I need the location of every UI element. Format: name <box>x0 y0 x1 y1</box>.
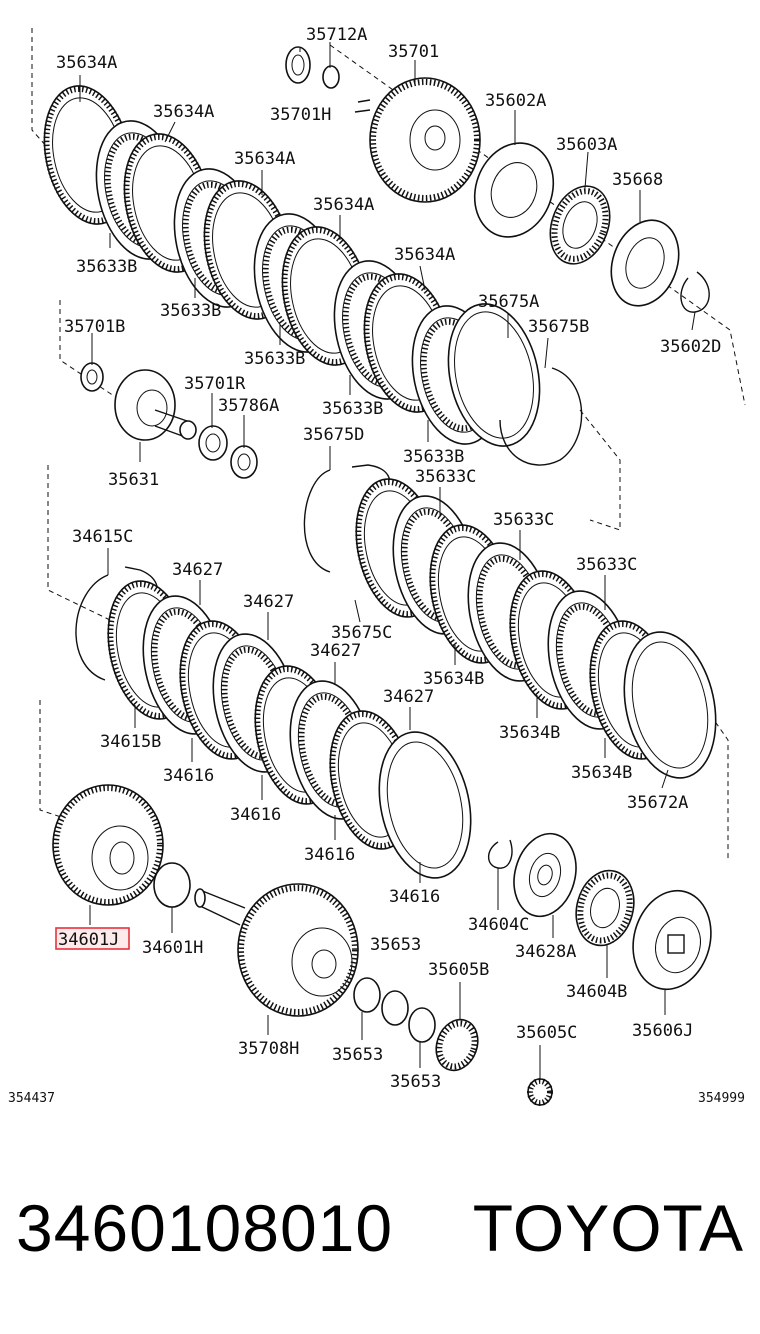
label-35634A: 35634A <box>394 245 455 265</box>
part-35668 <box>610 219 680 307</box>
drum-35708H <box>194 883 359 1017</box>
label-35634A: 35634A <box>56 53 117 73</box>
label-34627: 34627 <box>310 641 361 661</box>
label-35708H: 35708H <box>238 1039 299 1059</box>
label-35602A: 35602A <box>485 91 546 111</box>
drum-34601J <box>52 784 164 906</box>
drum-35701 <box>354 77 481 203</box>
label-35701R: 35701R <box>184 374 246 394</box>
label-35675C: 35675C <box>331 623 392 643</box>
brand-name: TOYOTA <box>472 1191 744 1265</box>
shaft-35631 <box>114 369 197 441</box>
label-35675D: 35675D <box>303 425 364 445</box>
ring-35712A <box>322 65 340 89</box>
part-35606J <box>632 889 712 991</box>
label-35633B: 35633B <box>322 399 383 419</box>
bearing-34604B <box>575 869 635 947</box>
part-number: 3460108010 <box>16 1191 394 1265</box>
footer: 3460108010 TOYOTA <box>0 1190 760 1280</box>
exploded-parts-diagram: 35712A 35701 35634A 35701H 35634A 35602A… <box>8 25 746 1106</box>
bearing-35701R <box>198 425 228 461</box>
label-35675A: 35675A <box>478 292 539 312</box>
leader-lines <box>79 42 696 1080</box>
clutch-pack-middle <box>303 464 717 779</box>
needle-bearing-35605C <box>527 1078 553 1106</box>
label-35712A: 35712A <box>306 25 367 45</box>
label-34615C: 34615C <box>72 527 133 547</box>
part-35602A <box>473 142 555 238</box>
label-35631: 35631 <box>108 470 159 490</box>
label-35603A: 35603A <box>556 135 617 155</box>
label-34615B: 34615B <box>100 732 161 752</box>
label-35786A: 35786A <box>218 396 279 416</box>
label-34604C: 34604C <box>468 915 529 935</box>
label-35602D: 35602D <box>660 337 721 357</box>
label-34628A: 34628A <box>515 942 576 962</box>
part-labels: 35712A 35701 35634A 35701H 35634A 35602A… <box>8 25 745 1106</box>
label-34601J: 34601J <box>58 930 119 950</box>
snap-ring-34604C <box>487 839 513 869</box>
label-35634B: 35634B <box>499 723 560 743</box>
label-35634A: 35634A <box>313 195 374 215</box>
diagram-code-left: 354437 <box>8 1091 55 1106</box>
label-35653: 35653 <box>332 1045 383 1065</box>
clutch-pack-upper <box>43 85 583 466</box>
o-ring-34601H <box>153 862 191 908</box>
label-34627: 34627 <box>243 592 294 612</box>
diagram-code-right: 354999 <box>698 1091 745 1106</box>
o-ring-35653-c <box>408 1007 436 1043</box>
label-35633C: 35633C <box>576 555 637 575</box>
o-ring-35653-b <box>381 990 409 1026</box>
label-35606J: 35606J <box>632 1021 693 1041</box>
label-35701H: 35701H <box>270 105 331 125</box>
label-35634B: 35634B <box>571 763 632 783</box>
clutch-pack-lower <box>75 566 472 879</box>
label-35634A: 35634A <box>234 149 295 169</box>
label-35633C: 35633C <box>415 467 476 487</box>
snap-ring-35602D <box>680 271 710 313</box>
label-35634A: 35634A <box>153 102 214 122</box>
label-35668: 35668 <box>612 170 663 190</box>
label-35634B: 35634B <box>423 669 484 689</box>
label-34616: 34616 <box>304 845 355 865</box>
label-34616: 34616 <box>230 805 281 825</box>
label-35653: 35653 <box>390 1072 441 1092</box>
label-35633B: 35633B <box>403 447 464 467</box>
o-ring-35653-a <box>353 977 381 1013</box>
label-35672A: 35672A <box>627 793 688 813</box>
label-35675B: 35675B <box>528 317 589 337</box>
label-35701: 35701 <box>388 42 439 62</box>
highlight-box-34601J <box>55 927 130 950</box>
label-35633B: 35633B <box>244 349 305 369</box>
washer-35701H <box>285 46 311 84</box>
label-35701B: 35701B <box>64 317 125 337</box>
washer-35701B <box>80 362 104 392</box>
label-35605C: 35605C <box>516 1023 577 1043</box>
label-34616: 34616 <box>389 887 440 907</box>
label-35605B: 35605B <box>428 960 489 980</box>
label-35633C: 35633C <box>493 510 554 530</box>
label-34604B: 34604B <box>566 982 627 1002</box>
part-34628A <box>513 832 577 918</box>
label-34627: 34627 <box>383 687 434 707</box>
bearing-35605B <box>435 1018 479 1072</box>
label-34601H: 34601H <box>142 938 203 958</box>
label-35633B: 35633B <box>160 301 221 321</box>
label-34616: 34616 <box>163 766 214 786</box>
label-34627: 34627 <box>172 560 223 580</box>
part-35786A <box>230 445 258 479</box>
label-35633B: 35633B <box>76 257 137 277</box>
label-35653: 35653 <box>370 935 421 955</box>
bearing-35603A <box>549 185 611 265</box>
